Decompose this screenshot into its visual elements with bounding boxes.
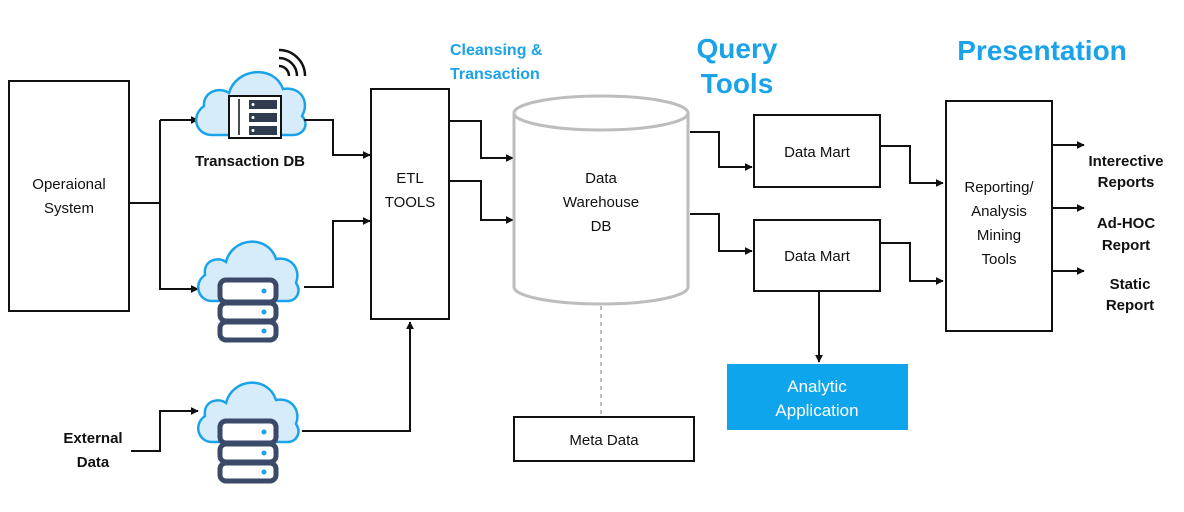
operational-system-box <box>8 80 130 312</box>
connector-op-to-clouddb <box>159 203 199 293</box>
reporting-tools-label: Reporting/ <box>964 179 1034 196</box>
data-mart-label: Data Mart <box>784 144 851 161</box>
meta-data-label: Meta Data <box>569 432 639 449</box>
connector-etl-to-warehouse-2 <box>449 180 514 224</box>
static-report-label: Static <box>1110 276 1151 293</box>
reporting-tools-label-line2: Analysis <box>971 203 1027 220</box>
operational-system-label-line2: System <box>44 200 94 217</box>
query-tools-header: Query <box>697 33 778 64</box>
connector-mart-2-to-reporting <box>880 242 944 285</box>
etl-tools-box <box>370 88 450 320</box>
presentation-header: Presentation <box>957 35 1127 66</box>
etl-tools-label-line2: TOOLS <box>385 194 436 211</box>
connector-etl-to-warehouse-1 <box>449 120 514 162</box>
data-warehouse-label: Data <box>585 170 617 187</box>
cloud-database-icon <box>197 240 300 343</box>
analytic-application-box <box>727 364 908 430</box>
connector-warehouse-to-mart-1 <box>690 131 753 171</box>
external-data-label: External <box>63 430 122 447</box>
reporting-tools-label-line4: Tools <box>981 251 1016 268</box>
adhoc-report-label-line2: Report <box>1102 237 1150 254</box>
connector-warehouse-to-mart-2 <box>690 213 753 255</box>
connector-external-to-cloud <box>131 407 199 452</box>
data-mart-box <box>753 219 881 292</box>
data-warehouse-cylinder <box>512 94 690 306</box>
connector-clouddb-to-etl <box>304 217 371 288</box>
static-report-label-line2: Report <box>1106 297 1154 314</box>
analytic-application-label-line2: Application <box>775 401 858 420</box>
external-data-label-line2: Data <box>77 454 110 471</box>
reporting-tools-label-line3: Mining <box>977 227 1021 244</box>
connector-op-trunk <box>129 120 161 204</box>
cloud-database-icon <box>197 381 300 484</box>
interactive-reports-label-line2: Reports <box>1098 174 1155 191</box>
query-tools-header-line2: Tools <box>701 68 774 99</box>
reporting-tools-box <box>945 100 1053 332</box>
adhoc-report-label: Ad-HOC <box>1097 215 1155 232</box>
transaction-db-label: Transaction DB <box>195 153 305 170</box>
cleansing-header: Cleansing & <box>450 42 543 59</box>
interactive-reports-label: Interective <box>1088 153 1163 170</box>
analytic-application-label: Analytic <box>787 377 847 396</box>
operational-system-label: Operaional <box>32 176 105 193</box>
connector-transaction-to-etl <box>304 119 371 159</box>
cleansing-header-line2: Transaction <box>450 66 540 83</box>
connector-mart-1-to-reporting <box>880 145 944 187</box>
data-warehouse-label-line3: DB <box>591 218 612 235</box>
meta-data-box <box>513 416 695 462</box>
data-mart-label: Data Mart <box>784 248 851 265</box>
etl-tools-label: ETL <box>396 170 424 187</box>
cloud-server-icon <box>194 71 307 139</box>
data-warehouse-label-line2: Warehouse <box>563 194 639 211</box>
wifi-signal-icon <box>278 48 307 77</box>
data-mart-box <box>753 114 881 188</box>
connector-external-to-etl <box>302 321 414 432</box>
